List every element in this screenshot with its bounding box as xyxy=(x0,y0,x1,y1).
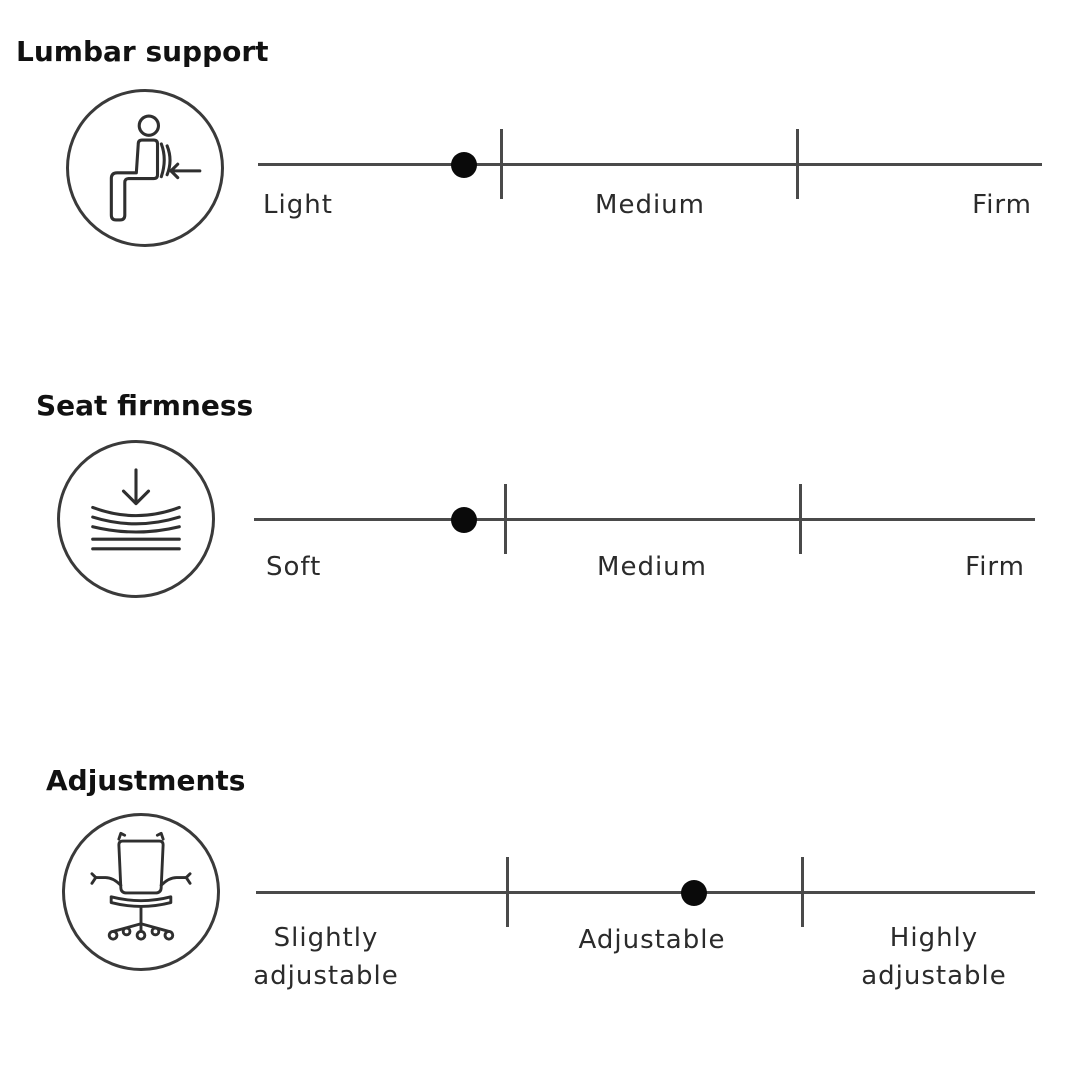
scale-label-high: Firm xyxy=(965,552,1025,582)
scale-divider xyxy=(796,129,799,199)
rating-title: Adjustments xyxy=(46,764,246,797)
scale-label-high: Highly adjustable xyxy=(861,919,1007,995)
scale-label-low: Soft xyxy=(266,552,322,582)
scale-label-line: Highly xyxy=(889,923,979,953)
scale-divider xyxy=(500,129,503,199)
scale-label-mid: Medium xyxy=(595,190,705,220)
scale-track xyxy=(258,163,1042,166)
scale-divider xyxy=(504,484,507,554)
office-chair-icon xyxy=(62,813,220,971)
scale-marker xyxy=(451,507,477,533)
scale-label-line: adjustable xyxy=(861,961,1007,991)
rating-seat-firmness: Seat firmness Soft Medium Firm xyxy=(0,355,1080,655)
scale-marker xyxy=(451,152,477,178)
scale-divider xyxy=(506,857,509,927)
scale-label-line: adjustable xyxy=(253,961,399,991)
rating-lumbar-support: Lumbar support Light Medium Firm xyxy=(0,0,1080,300)
scale-label-low: Slightly adjustable xyxy=(253,919,399,995)
scale-divider xyxy=(799,484,802,554)
scale-marker xyxy=(681,880,707,906)
rating-title: Lumbar support xyxy=(16,35,269,68)
scale-label-high: Firm xyxy=(972,190,1032,220)
rating-adjustments: Adjustments xyxy=(0,730,1080,1030)
scale-label-mid: Medium xyxy=(597,552,707,582)
seated-person-back-support-icon xyxy=(66,89,224,247)
scale-track xyxy=(256,891,1035,894)
scale-label-mid: Adjustable xyxy=(579,921,726,959)
scale-label-line: Adjustable xyxy=(578,925,726,955)
rating-title: Seat firmness xyxy=(36,389,254,422)
scale-label-low: Light xyxy=(263,190,333,220)
scale-label-line: Slightly xyxy=(273,923,379,953)
cushion-compression-icon xyxy=(57,440,215,598)
scale-divider xyxy=(801,857,804,927)
scale-track xyxy=(254,518,1035,521)
